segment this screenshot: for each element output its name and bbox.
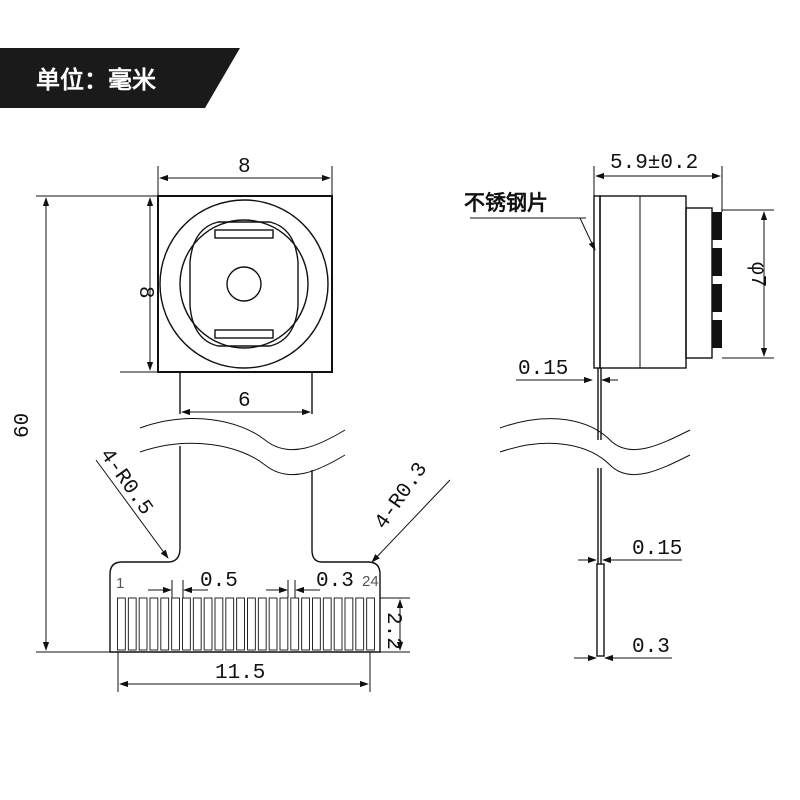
corner-left-leader: [95, 459, 169, 559]
connector-pin: [268, 597, 278, 651]
connector-pin: [247, 597, 256, 651]
connector-pin: [192, 597, 202, 651]
connector-pin: [279, 597, 289, 651]
stiffener-plate: [593, 195, 601, 369]
fpc-thickness-label: 0.15: [632, 538, 682, 561]
stiffener-leader-diag: [579, 217, 596, 251]
corner-right-leader: [371, 479, 451, 563]
total-length-label: 60: [12, 413, 35, 438]
connector-pin: [257, 597, 267, 651]
connector-pin: [149, 597, 159, 651]
neck-label: 6: [238, 390, 251, 413]
width-label: 8: [238, 156, 251, 179]
break-line-left-2: [139, 442, 346, 475]
connector-pin: [333, 597, 343, 651]
break-line-left-1: [139, 418, 346, 450]
connector-pin: [171, 597, 180, 651]
flex-neck-upper: [179, 372, 313, 414]
lens-thread-2: [712, 248, 722, 276]
connector-pins: [117, 597, 375, 651]
connector-pin: [225, 597, 235, 651]
lens-middle-ring: [179, 219, 309, 349]
corner-left-label: 4-R0.5: [94, 445, 156, 520]
banner-text: 单位：毫米: [36, 66, 156, 94]
pin-last-label: 24: [362, 573, 379, 590]
pin-first-label: 1: [116, 575, 124, 592]
front-view: 1 24 8 8 6 60 4-R0.5 4-R0.3 0.5: [12, 156, 451, 692]
lens-thread-1: [712, 212, 722, 240]
side-module-body: [599, 195, 687, 369]
connector-pin: [203, 597, 213, 651]
connector-width-label: 11.5: [215, 662, 265, 685]
stiffener-label: 不锈钢片: [464, 191, 548, 215]
lens-barrel: [189, 221, 299, 347]
connector-pin: [290, 597, 300, 651]
lens-thread-3: [712, 284, 722, 312]
connector-stiffener-side: [596, 563, 605, 657]
connector-pin: [182, 597, 191, 651]
connector-pin: [355, 597, 365, 651]
connector-pin: [138, 597, 148, 651]
connector-pin: [117, 597, 126, 651]
pin-length-label: 2.2: [381, 612, 404, 650]
corner-right-label: 4-R0.3: [371, 459, 433, 534]
lens-aperture: [226, 266, 262, 302]
connector-pin: [344, 597, 354, 651]
banner-background: [0, 48, 240, 108]
connector-pin: [366, 597, 375, 651]
connector-pin: [312, 597, 321, 651]
side-break-line-2: [499, 442, 691, 475]
lens-notch-bottom: [214, 329, 274, 339]
stiffener-thickness-label: 0.15: [518, 358, 568, 381]
pin-gap-label: 0.3: [316, 570, 354, 593]
connector-pin: [214, 597, 224, 651]
side-view: 5.9±0.2 不锈钢片 φ7 0.15 0.15 0.3: [464, 152, 774, 662]
side-lens-stub: [685, 207, 713, 359]
connector-pin: [127, 597, 137, 651]
connector-pin: [322, 597, 332, 651]
lens-thread-4: [712, 320, 722, 348]
connector-pin: [301, 597, 310, 651]
lens-outer-ring: [159, 199, 329, 369]
module-body: [157, 195, 333, 373]
pin-pitch-label: 0.5: [200, 570, 238, 593]
unit-banner: 单位：毫米: [0, 48, 240, 108]
lens-notch-top: [214, 229, 274, 239]
height-label: 8: [133, 286, 156, 299]
connector-pin: [160, 597, 170, 651]
flex-neck-lower: [109, 446, 381, 653]
lens-dia-label: φ7: [745, 262, 768, 287]
connector-thickness-label: 0.3: [632, 636, 670, 659]
connector-pin: [236, 597, 245, 651]
side-break-line-1: [499, 418, 691, 450]
depth-label: 5.9±0.2: [610, 152, 698, 175]
